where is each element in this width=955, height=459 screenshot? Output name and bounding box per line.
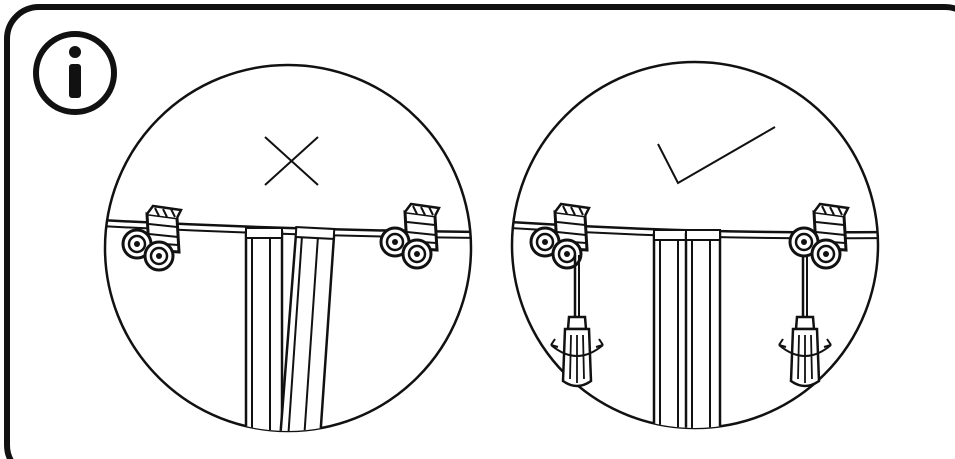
door-panel-left-aligned bbox=[652, 229, 690, 428]
info-icon bbox=[33, 31, 117, 115]
door-panel-right-tilted bbox=[278, 225, 336, 431]
door-panel-right-aligned bbox=[684, 229, 722, 428]
door-panel-left bbox=[244, 227, 284, 431]
panel-correct bbox=[510, 60, 880, 430]
panel-incorrect bbox=[103, 63, 473, 433]
cross-icon bbox=[264, 136, 319, 186]
check-icon bbox=[657, 126, 776, 185]
